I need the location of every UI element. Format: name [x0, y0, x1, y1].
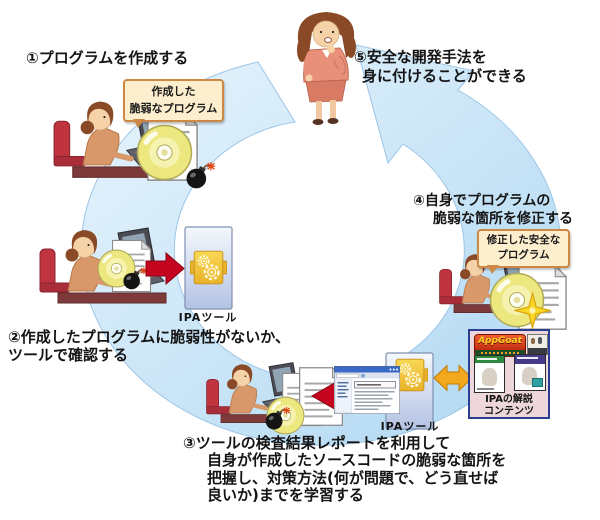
bubble-tail — [487, 265, 499, 274]
appgoat-logo-subtitle-ticks — [481, 352, 519, 354]
step3-label-line1: ③ツールの検査結果レポートを利用して — [183, 434, 451, 452]
thumbnail-figure-icon — [538, 337, 542, 344]
program-disc-step1 — [138, 126, 192, 180]
cycle-arrow — [80, 44, 562, 446]
book-title-bar — [475, 356, 504, 363]
bubble-fixed-line2: プログラム — [497, 249, 550, 261]
step2-label-line1: ②作成したプログラムに脆弱性がないか、 — [8, 328, 290, 346]
book-title-line — [517, 357, 538, 359]
ipa-tool-box-left — [184, 226, 233, 310]
ipa-tool-label-left: IPAツール — [178, 311, 238, 324]
ipa-tool-label-bottom: IPAツール — [380, 420, 440, 433]
step5-label-line1: ⑤安全な開発手法を — [354, 48, 487, 66]
book-title-line — [477, 358, 498, 360]
bubble-vulnerable-line2: 脆弱なプログラム — [129, 102, 218, 115]
step4-label-line1: ④自身でプログラムの — [413, 193, 551, 209]
appgoat-logo-strip — [475, 350, 525, 356]
report-window — [334, 366, 400, 414]
step2-label-line2: ツールで確認する — [8, 346, 129, 364]
step4-label-line2: 脆弱な箇所を修正する — [433, 211, 573, 227]
bubble-tail — [133, 119, 145, 128]
woman-thinking — [297, 12, 356, 125]
appgoat-caption: IPAの解説 コンテンツ — [470, 394, 548, 417]
red-arrow-right-icon — [145, 251, 185, 286]
appgoat-logo-text: AppGoat — [478, 336, 522, 346]
bubble-fixed-line1: 修正した安全な — [486, 234, 561, 246]
learning-material-cover-left — [474, 355, 505, 393]
book-title-bar — [515, 355, 545, 364]
step3-label-line3: 把握し、対策方法(何が問題で、どう直せば — [207, 469, 499, 487]
step5-label-line2: 身に付けることができる — [362, 67, 527, 85]
bubble-fixed-program: 修正した安全な プログラム — [477, 229, 570, 274]
tool-gears-icon-left — [190, 251, 227, 284]
appgoat-screenshot-thumbnail — [527, 334, 548, 355]
bubble-vulnerable-program: 作成した 脆弱なプログラム — [123, 79, 224, 128]
bubble-vulnerable-line1: 作成した — [151, 85, 196, 98]
thumbnail-bar — [528, 348, 547, 354]
appgoat-caption-line1: IPAの解説 — [485, 394, 533, 405]
step3-label-line4: 良いか)までを学習する — [207, 486, 364, 504]
book-footer-line — [477, 388, 495, 390]
thumbnail-figure-icon — [531, 338, 535, 344]
appgoat-logo: AppGoat — [474, 334, 526, 357]
appgoat-caption-line2: コンテンツ — [484, 405, 534, 417]
step1-label: ①プログラムを作成する — [26, 49, 189, 67]
book-corner-chip — [532, 378, 543, 387]
appgoat-content-box: AppGoat IPAの解説 コンテンツ — [468, 329, 550, 419]
book-illustration — [482, 368, 497, 386]
learning-material-cover-right — [514, 354, 546, 391]
step3-label-line2: 自身が作成したソースコードの脆弱な箇所を — [207, 451, 507, 469]
